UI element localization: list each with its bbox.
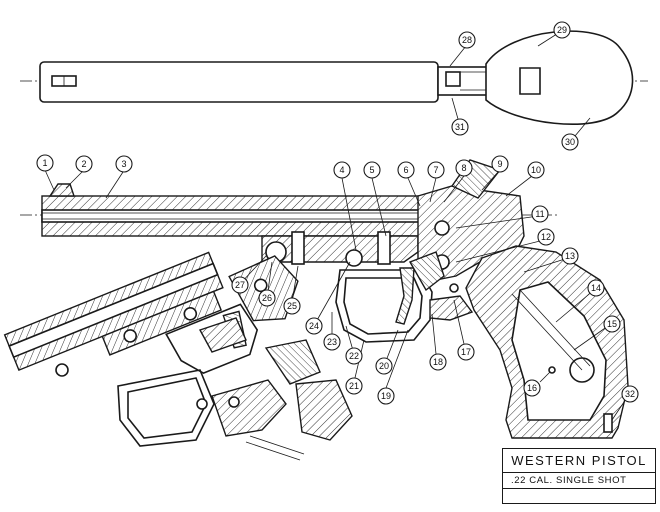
svg-text:24: 24 [309, 321, 319, 331]
trigger [395, 267, 415, 325]
callout-2: 2 [75, 155, 93, 173]
callout-9: 9 [491, 155, 509, 173]
title-divider [503, 472, 655, 473]
callout-14: 14 [587, 279, 605, 297]
callout-3: 3 [115, 155, 133, 173]
svg-text:31: 31 [455, 122, 465, 132]
callout-27: 27 [231, 276, 249, 294]
frame-tang [429, 295, 474, 321]
svg-text:28: 28 [462, 35, 472, 45]
mainspring [511, 293, 583, 371]
grip-pin [548, 366, 556, 374]
svg-text:12: 12 [541, 232, 551, 242]
callout-15: 15 [603, 315, 621, 333]
top-view [20, 30, 648, 126]
exploded-block [198, 317, 247, 353]
callout-20: 20 [375, 357, 393, 375]
svg-text:22: 22 [349, 351, 359, 361]
callout-10: 10 [527, 161, 545, 179]
svg-text:32: 32 [625, 389, 635, 399]
hinge-pin [345, 249, 363, 267]
svg-text:2: 2 [81, 159, 86, 169]
callout-16: 16 [523, 379, 541, 397]
callout-13: 13 [561, 247, 579, 265]
svg-text:30: 30 [565, 137, 575, 147]
svg-text:9: 9 [497, 159, 502, 169]
exploded-trigger-guard [117, 369, 215, 447]
callout-4: 4 [333, 161, 351, 179]
svg-text:29: 29 [557, 25, 567, 35]
svg-text:1: 1 [42, 158, 47, 168]
callout-5: 5 [363, 161, 381, 179]
svg-text:21: 21 [349, 381, 359, 391]
callout-30: 30 [561, 133, 579, 151]
callout-25: 25 [283, 297, 301, 315]
svg-text:8: 8 [461, 163, 466, 173]
callout-32: 32 [621, 385, 639, 403]
exploded-receiver [211, 379, 287, 437]
svg-text:6: 6 [403, 165, 408, 175]
svg-text:18: 18 [433, 357, 443, 367]
exploded-bore [8, 262, 219, 359]
callout-28: 28 [458, 31, 476, 49]
trigger-guard [335, 269, 433, 343]
lanyard-pin [603, 413, 613, 433]
lug-screw-rear [377, 231, 391, 265]
title-block: WESTERN PISTOL .22 CAL. SINGLE SHOT [502, 448, 656, 504]
svg-text:14: 14 [591, 283, 601, 293]
svg-text:17: 17 [461, 347, 471, 357]
title-divider-lower [503, 488, 655, 489]
top-barrel [39, 61, 439, 103]
callout-31: 31 [451, 118, 469, 136]
svg-text:3: 3 [121, 159, 126, 169]
svg-text:16: 16 [527, 383, 537, 393]
callout-1: 1 [36, 154, 54, 172]
svg-text:4: 4 [339, 165, 344, 175]
exploded-parts [55, 317, 353, 461]
side-view [20, 159, 629, 439]
svg-text:27: 27 [235, 280, 245, 290]
callout-8: 8 [455, 159, 473, 177]
drawing-title: WESTERN PISTOL [511, 453, 647, 468]
callout-24: 24 [305, 317, 323, 335]
callout-19: 19 [377, 387, 395, 405]
barrel-bore [41, 209, 423, 223]
exploded-hammer [264, 339, 321, 385]
hammer-pivot [434, 220, 450, 236]
callout-11: 11 [531, 205, 549, 223]
top-rear-sight [445, 71, 461, 87]
sear [408, 251, 445, 292]
svg-text:23: 23 [327, 337, 337, 347]
callout-18: 18 [429, 353, 447, 371]
drawing-subtitle: .22 CAL. SINGLE SHOT [511, 475, 627, 486]
svg-text:13: 13 [565, 251, 575, 261]
svg-text:25: 25 [287, 301, 297, 311]
svg-text:19: 19 [381, 391, 391, 401]
svg-text:26: 26 [262, 293, 272, 303]
exploded-grip-frame [295, 379, 353, 441]
callout-29: 29 [553, 21, 571, 39]
callout-17: 17 [457, 343, 475, 361]
svg-text:15: 15 [607, 319, 617, 329]
callout-22: 22 [345, 347, 363, 365]
callout-12: 12 [537, 228, 555, 246]
callout-6: 6 [397, 161, 415, 179]
exploded-guard [165, 303, 259, 375]
svg-text:10: 10 [531, 165, 541, 175]
svg-text:7: 7 [433, 165, 438, 175]
svg-text:20: 20 [379, 361, 389, 371]
callout-7: 7 [427, 161, 445, 179]
callout-21: 21 [345, 377, 363, 395]
svg-text:11: 11 [535, 209, 544, 219]
callout-23: 23 [323, 333, 341, 351]
frame-pin [449, 283, 459, 293]
svg-text:5: 5 [369, 165, 374, 175]
callout-26: 26 [258, 289, 276, 307]
top-grip [485, 30, 634, 126]
lug-screw [291, 231, 305, 265]
top-hammer [519, 67, 541, 95]
exploded-view [3, 251, 299, 375]
